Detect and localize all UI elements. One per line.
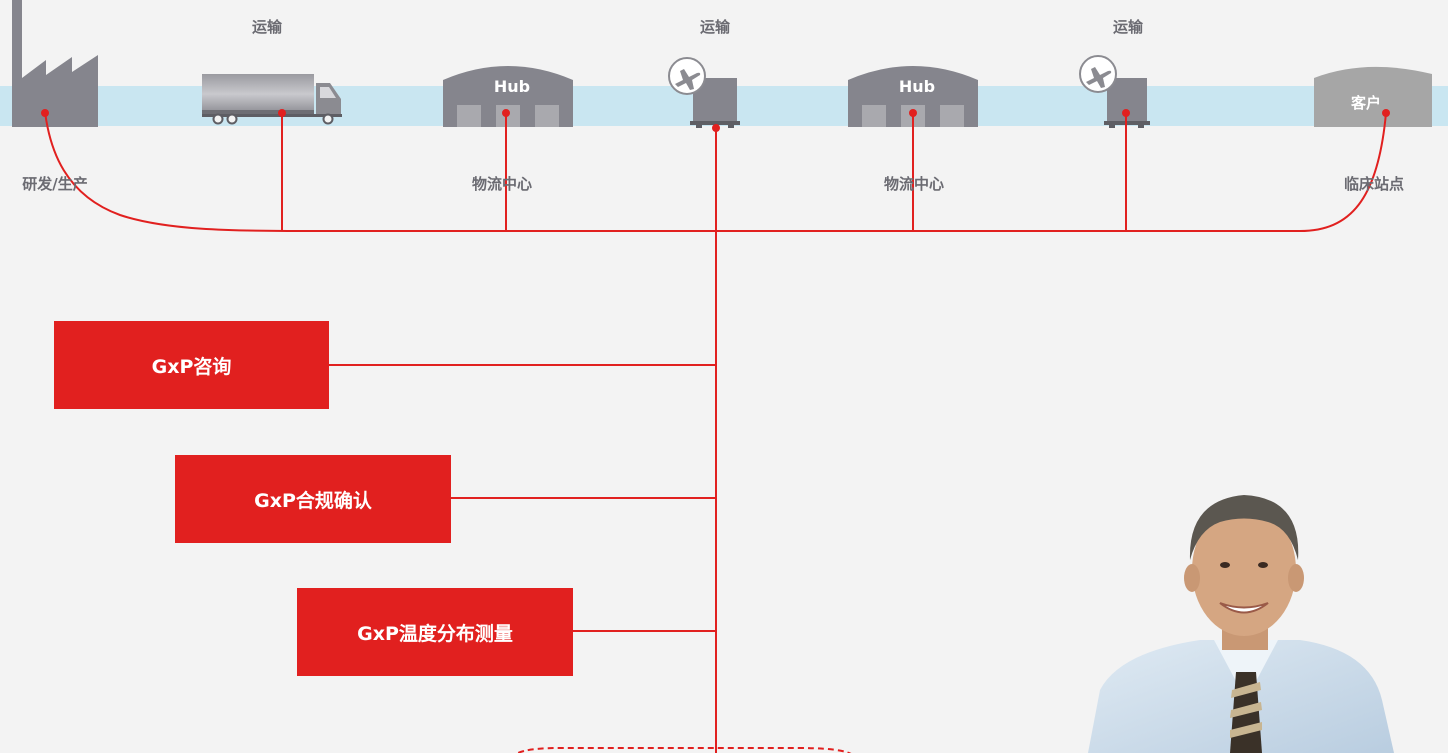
hub-warehouse-icon bbox=[443, 66, 573, 127]
person-photo bbox=[1088, 495, 1394, 753]
factory-icon bbox=[12, 0, 98, 127]
gxp-compliance-box[interactable]: GxP合规确认 bbox=[175, 455, 451, 543]
gxp-mapping-box[interactable]: GxP温度分布测量 bbox=[297, 588, 573, 676]
node-dots bbox=[41, 109, 1390, 132]
airplane-icon bbox=[668, 57, 706, 95]
customer-warehouse-icon bbox=[1314, 66, 1432, 127]
transport-label-2: 运输 bbox=[699, 18, 731, 36]
factory-label: 研发/生产 bbox=[22, 175, 88, 193]
hub2-label: 物流中心 bbox=[883, 175, 945, 193]
transport-label-1: 运输 bbox=[251, 18, 283, 36]
hub2-text: Hub bbox=[898, 77, 936, 96]
dashed-outline bbox=[516, 747, 852, 753]
customer-text: 客户 bbox=[1350, 94, 1382, 112]
truck-icon bbox=[202, 74, 342, 125]
hub1-label: 物流中心 bbox=[471, 175, 533, 193]
customer-label: 临床站点 bbox=[1343, 175, 1405, 193]
gxp-consulting-box[interactable]: GxP咨询 bbox=[54, 321, 329, 409]
transport-label-3: 运输 bbox=[1112, 18, 1144, 36]
airplane-icon bbox=[1079, 55, 1117, 93]
connector-lines bbox=[44, 111, 1387, 753]
hub1-text: Hub bbox=[493, 77, 531, 96]
